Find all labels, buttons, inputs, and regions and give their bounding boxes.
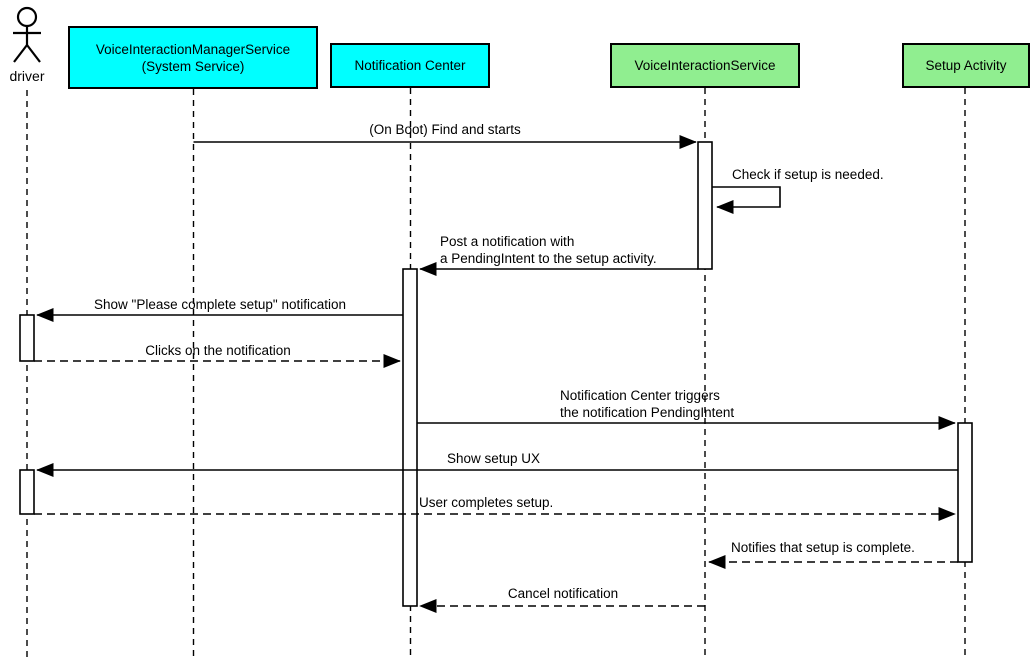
message-label-triggers-pending-intent: Notification Center triggers the notific… [560, 388, 735, 420]
activation-bar-driver-2 [19, 469, 35, 515]
message-label-notifies-setup-complete: Notifies that setup is complete. [731, 540, 915, 555]
message-label-clicks-on-notification: Clicks on the notification [145, 343, 291, 358]
participant-setup-activity: Setup Activity [902, 43, 1030, 88]
participant-voice-interaction-manager-service: VoiceInteractionManagerService (System S… [68, 26, 318, 89]
actor-label-driver: driver [9, 68, 45, 84]
message-label-cancel-notification: Cancel notification [507, 586, 619, 601]
participant-voice-interaction-service: VoiceInteractionService [610, 43, 800, 88]
message-arrow-check-if-setup-needed-self [712, 186, 781, 215]
message-label-on-boot-find-and-starts: (On Boot) Find and starts [369, 122, 521, 137]
message-label-check-if-setup-needed: Check if setup is needed. [732, 167, 884, 182]
message-label-show-complete-setup-notification: Show "Please complete setup" notificatio… [94, 297, 346, 312]
message-label-show-setup-ux: Show setup UX [447, 451, 541, 466]
activation-bar-notification-center [402, 268, 418, 607]
activation-bar-voice-interaction-service [697, 141, 713, 270]
activation-bar-setup-activity [957, 422, 973, 563]
actor-figure [13, 6, 41, 63]
participant-notification-center: Notification Center [330, 43, 490, 88]
message-label-post-notification: Post a notification with a PendingIntent… [440, 234, 657, 266]
activation-bar-driver-1 [19, 314, 35, 362]
message-label-user-completes-setup: User completes setup. [419, 495, 554, 510]
